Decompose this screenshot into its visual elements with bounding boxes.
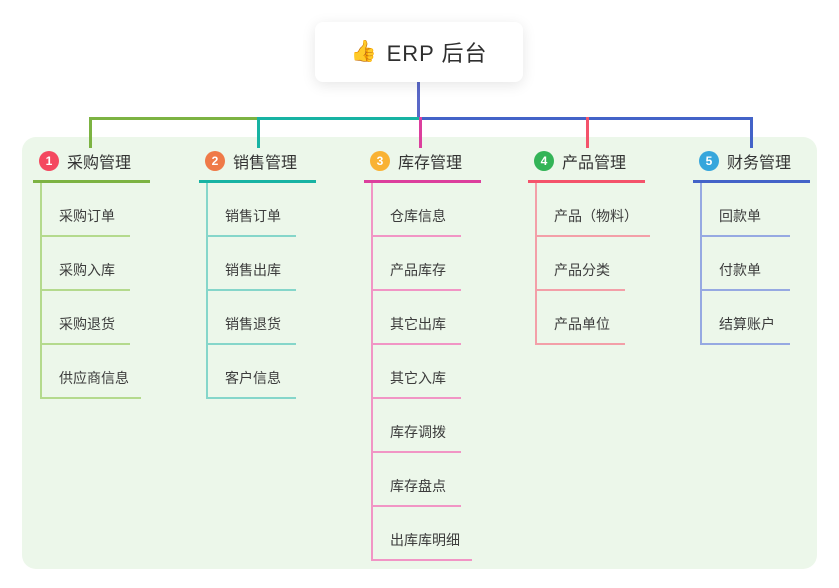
child-label: 回款单 [719,208,761,224]
child-node[interactable]: 采购订单 [42,183,130,237]
child-node[interactable]: 销售出库 [208,237,296,291]
branch-number-badge: 4 [534,151,554,171]
branch-number-badge: 5 [699,151,719,171]
branch-product-children: 产品（物料） 产品分类 产品单位 [535,183,650,345]
connector-drop-finance [750,117,753,148]
branch-number-badge: 3 [370,151,390,171]
child-label: 产品（物料） [554,208,638,224]
branch-label: 库存管理 [398,155,463,172]
child-label: 采购退货 [59,316,115,332]
branch-inventory-node[interactable]: 3 库存管理 [364,146,481,183]
connector-bar-sales [257,117,420,120]
child-node[interactable]: 其它出库 [373,291,461,345]
child-node[interactable]: 库存调拨 [373,399,461,453]
child-label: 其它入库 [390,370,446,386]
child-node[interactable]: 库存盘点 [373,453,461,507]
child-node[interactable]: 产品单位 [537,291,625,345]
child-node[interactable]: 回款单 [702,183,790,237]
child-label: 产品单位 [554,316,610,332]
branch-sales: 2 销售管理 销售订单 销售出库 销售退货 客户信息 [199,146,316,399]
thumbs-up-icon: 👍 [350,40,377,63]
child-label: 销售退货 [225,316,281,332]
child-node[interactable]: 销售退货 [208,291,296,345]
connector-drop-inventory [419,117,422,148]
child-label: 库存调拨 [390,424,446,440]
child-node[interactable]: 客户信息 [208,345,296,399]
root-title: ERP 后台 [386,41,488,66]
connector-bar-purchase [89,117,257,120]
branch-label: 采购管理 [67,155,132,172]
connector-drop-sales [257,117,260,148]
branch-label: 产品管理 [562,155,627,172]
child-label: 产品分类 [554,262,610,278]
branch-product-node[interactable]: 4 产品管理 [528,146,645,183]
child-node[interactable]: 产品（物料） [537,183,650,237]
child-node[interactable]: 产品分类 [537,237,625,291]
child-label: 仓库信息 [390,208,446,224]
child-node[interactable]: 供应商信息 [42,345,141,399]
child-node[interactable]: 销售订单 [208,183,296,237]
root-connector [417,82,420,120]
branch-finance-node[interactable]: 5 财务管理 [693,146,810,183]
child-node[interactable]: 采购入库 [42,237,130,291]
branch-inventory-children: 仓库信息 产品库存 其它出库 其它入库 库存调拨 库存盘点 出库库明细 [371,183,472,561]
branch-number-badge: 1 [39,151,59,171]
child-label: 付款单 [719,262,761,278]
child-node[interactable]: 产品库存 [373,237,461,291]
branch-sales-node[interactable]: 2 销售管理 [199,146,316,183]
branch-label: 销售管理 [233,155,298,172]
branch-inventory: 3 库存管理 仓库信息 产品库存 其它出库 其它入库 库存调拨 库存盘点 出库库… [364,146,481,561]
child-label: 供应商信息 [59,370,129,386]
branch-purchase: 1 采购管理 采购订单 采购入库 采购退货 供应商信息 [33,146,150,399]
child-label: 出库库明细 [390,532,460,548]
branch-finance: 5 财务管理 回款单 付款单 结算账户 [693,146,810,345]
child-label: 采购订单 [59,208,115,224]
branch-purchase-node[interactable]: 1 采购管理 [33,146,150,183]
child-label: 客户信息 [225,370,281,386]
connector-drop-purchase [89,117,92,148]
child-label: 结算账户 [719,316,775,332]
child-label: 销售订单 [225,208,281,224]
child-label: 库存盘点 [390,478,446,494]
root-node[interactable]: 👍 ERP 后台 [315,22,523,82]
child-node[interactable]: 其它入库 [373,345,461,399]
branch-sales-children: 销售订单 销售出库 销售退货 客户信息 [206,183,296,399]
branch-finance-children: 回款单 付款单 结算账户 [700,183,790,345]
child-label: 其它出库 [390,316,446,332]
child-node[interactable]: 仓库信息 [373,183,461,237]
branch-area-panel [22,137,817,569]
connector-drop-product [586,117,589,148]
child-node[interactable]: 出库库明细 [373,507,472,561]
child-label: 销售出库 [225,262,281,278]
branch-purchase-children: 采购订单 采购入库 采购退货 供应商信息 [40,183,141,399]
child-node[interactable]: 采购退货 [42,291,130,345]
child-label: 采购入库 [59,262,115,278]
child-node[interactable]: 付款单 [702,237,790,291]
child-label: 产品库存 [390,262,446,278]
branch-product: 4 产品管理 产品（物料） 产品分类 产品单位 [528,146,650,345]
child-node[interactable]: 结算账户 [702,291,790,345]
branch-number-badge: 2 [205,151,225,171]
branch-label: 财务管理 [727,155,792,172]
